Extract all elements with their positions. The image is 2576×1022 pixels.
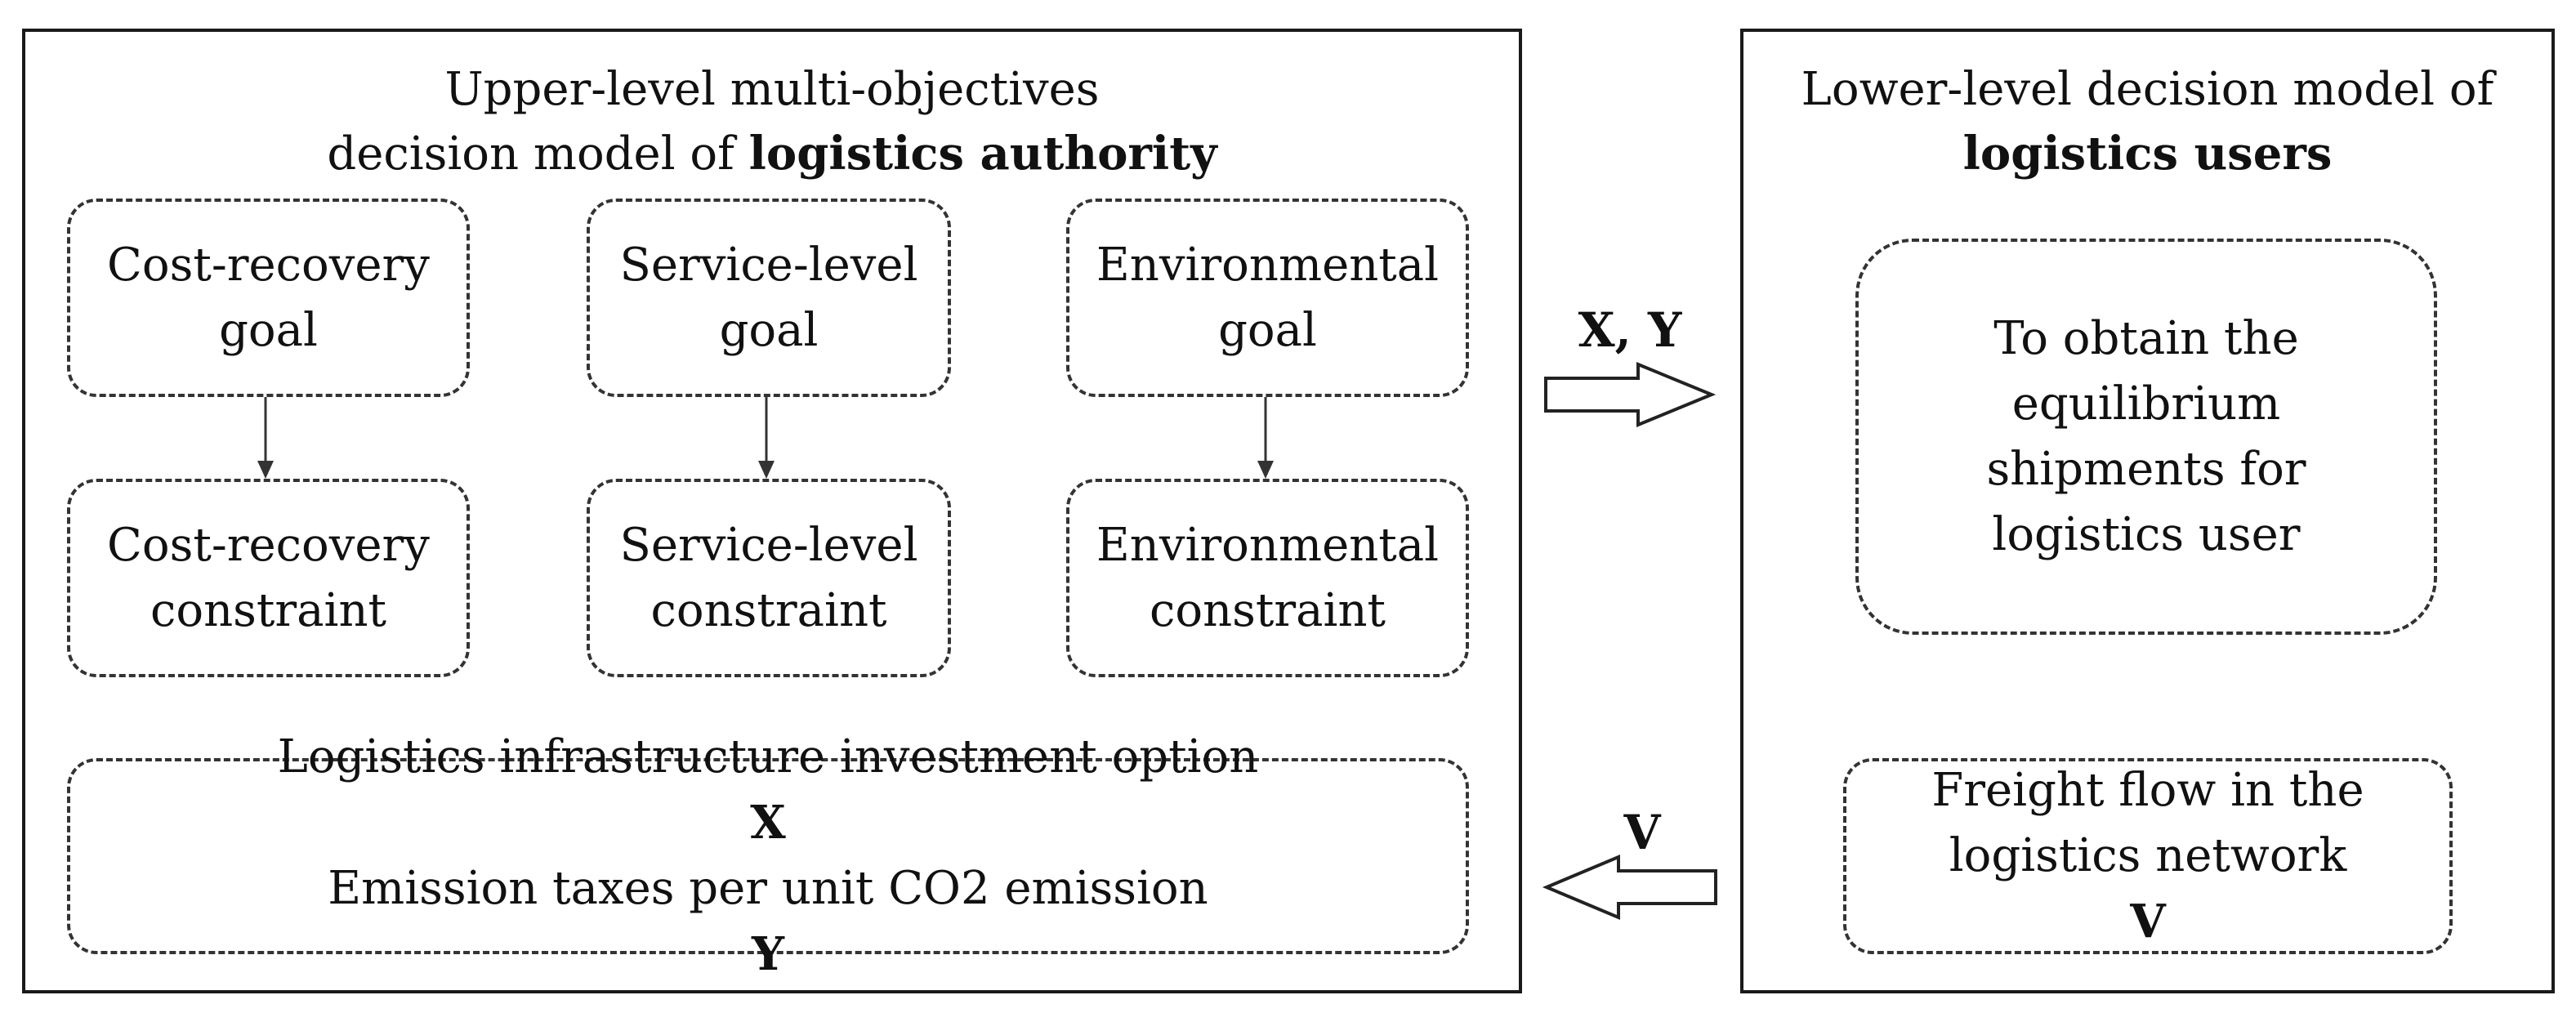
flow-line2: logistics network V [1949, 823, 2347, 955]
option-x-line: Logistics infrastructure investment opti… [278, 725, 1259, 856]
goal-line1: Service-level [619, 238, 918, 292]
upper-title-line2: decision model of logistics authority [25, 122, 1519, 186]
upper-title-line2-bold: logistics authority [748, 127, 1217, 181]
option-x-text: Logistics infrastructure investment opti… [277, 730, 1259, 783]
environmental-goal-box: Environmental goal [1066, 199, 1469, 397]
flow-variable: V [2130, 894, 2166, 948]
lower-title-line1: Lower-level decision model of [1801, 63, 2494, 116]
option-x-variable: X [750, 796, 786, 850]
goal-line2: goal [219, 303, 318, 357]
service-level-constraint-box: Service-level constraint [587, 479, 951, 677]
flow-line1: Freight flow in the [1931, 763, 2364, 817]
environmental-constraint-box: Environmental constraint [1066, 479, 1469, 677]
goal-line2: goal [1218, 303, 1317, 357]
objective-line: shipments for [1986, 442, 2306, 496]
option-y-variable: Y [752, 927, 784, 981]
objective-line: equilibrium [2011, 377, 2281, 431]
equilibrium-objective-box: To obtain the equilibrium shipments for … [1855, 239, 2437, 635]
left-arrow-label: V [1623, 805, 1661, 860]
constraint-line1: Service-level [619, 518, 918, 572]
goal-line1: Cost-recovery [107, 238, 430, 292]
service-level-goal-box: Service-level goal [587, 199, 951, 397]
right-arrow-label: X, Y [1578, 302, 1682, 358]
lower-title-line2: logistics users [1743, 122, 2551, 186]
right-hollow-arrow [1544, 362, 1717, 427]
decision-options-box: Logistics infrastructure investment opti… [67, 730, 1469, 981]
constraint-line2: constraint [1149, 583, 1386, 637]
upper-title-line1: Upper-level multi-objectives [444, 63, 1100, 116]
cost-recovery-constraint-box: Cost-recovery constraint [67, 479, 470, 677]
left-hollow-arrow [1542, 854, 1717, 921]
option-y-line: Emission taxes per unit CO2 emission Y [328, 856, 1208, 988]
option-y-text: Emission taxes per unit CO2 emission [328, 862, 1208, 915]
lower-title-line2-bold: logistics users [1962, 127, 2333, 181]
lower-panel-title: Lower-level decision model of logistics … [1743, 58, 2551, 186]
cost-recovery-goal-box: Cost-recovery goal [67, 199, 470, 397]
constraint-line1: Environmental [1096, 518, 1440, 572]
flow-line2-text: logistics network [1949, 828, 2347, 882]
goal-line2: goal [719, 303, 819, 357]
freight-flow-box: Freight flow in the logistics network V [1843, 758, 2453, 954]
upper-panel-title: Upper-level multi-objectives decision mo… [25, 58, 1519, 186]
constraint-line2: constraint [150, 583, 387, 637]
constraint-line1: Cost-recovery [107, 518, 430, 572]
upper-title-line2-prefix: decision model of [327, 127, 749, 181]
objective-line: logistics user [1992, 507, 2301, 561]
objective-line: To obtain the [1993, 311, 2299, 365]
goal-line1: Environmental [1096, 238, 1440, 292]
constraint-line2: constraint [650, 583, 887, 637]
